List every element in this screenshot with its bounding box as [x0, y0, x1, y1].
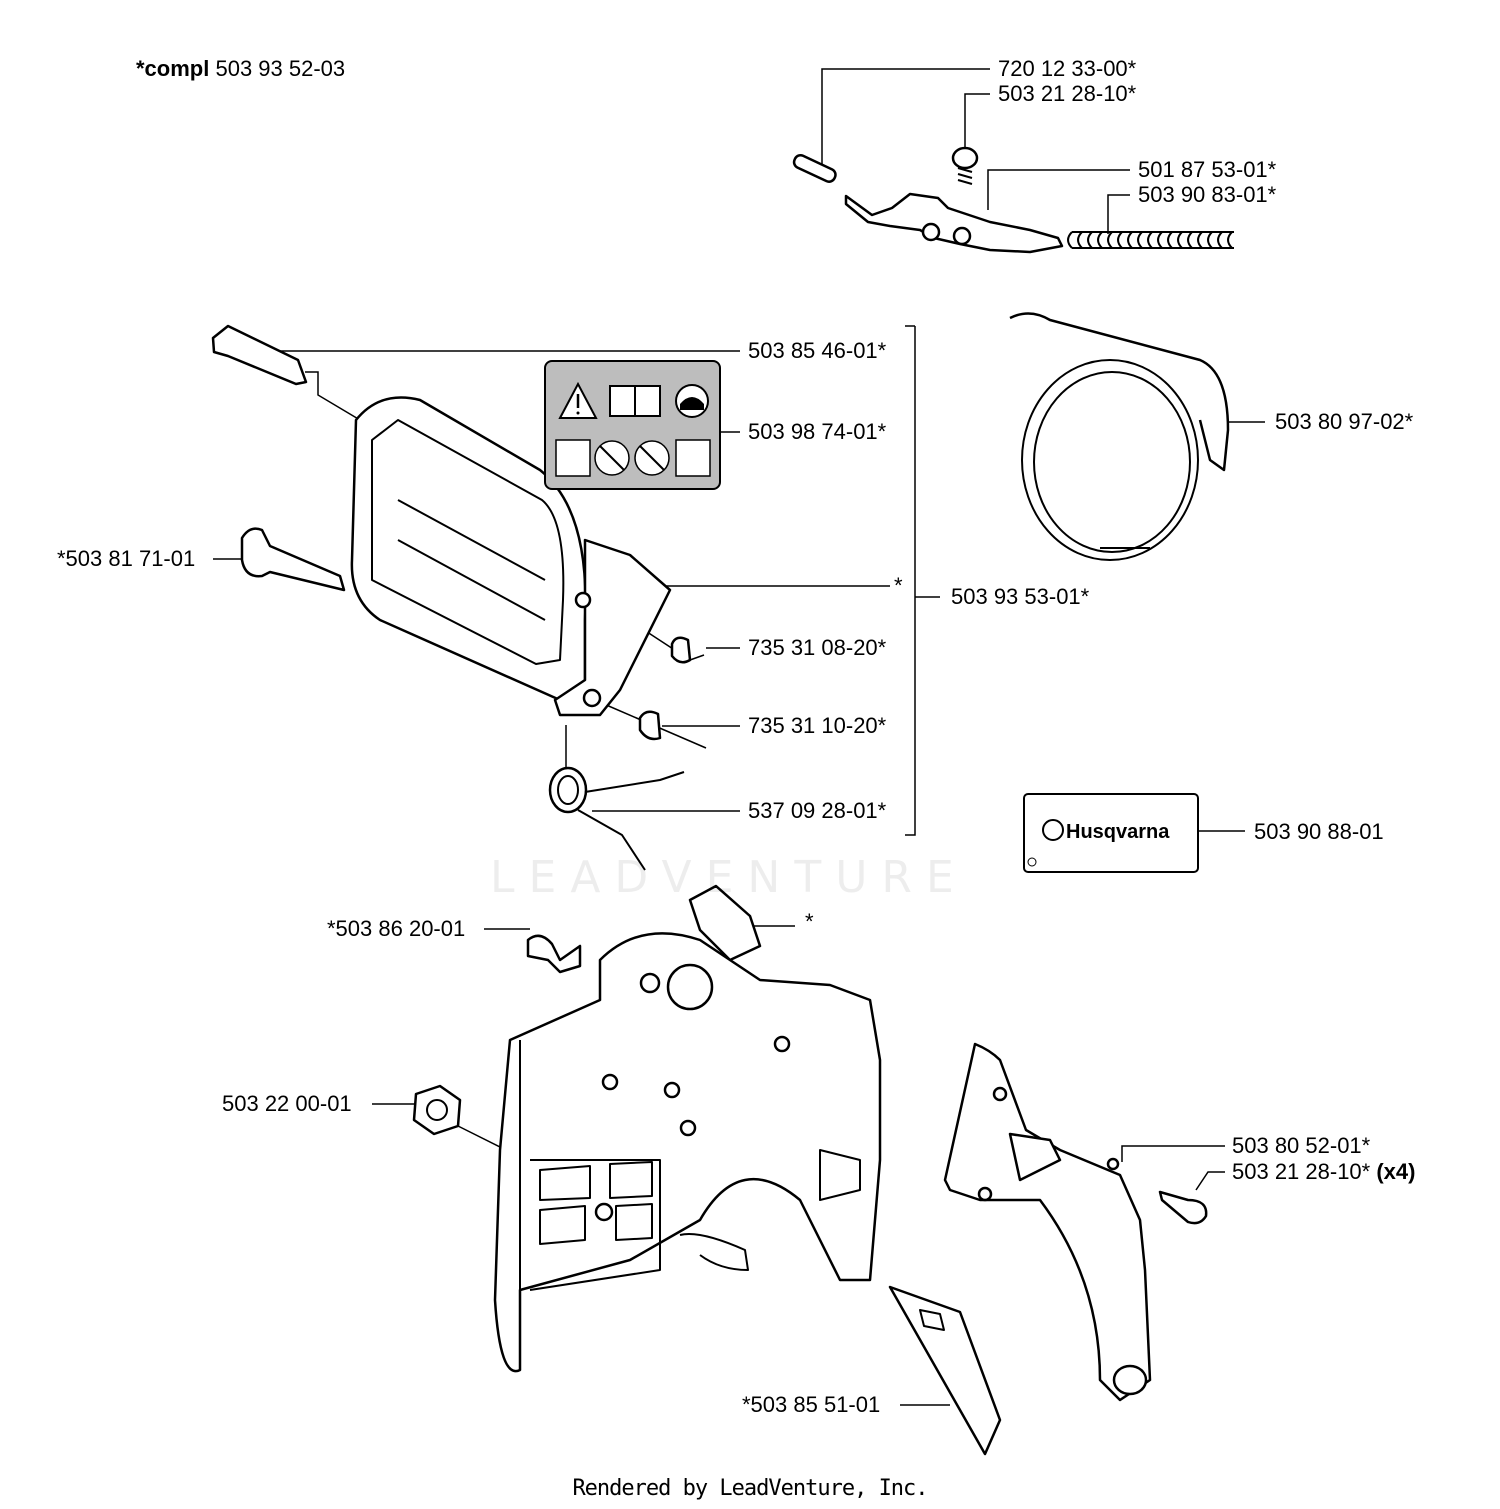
guard-hole-2	[1106, 1157, 1120, 1171]
cover-ribs	[397, 499, 546, 621]
housing-boss	[666, 963, 714, 1011]
leader-p4	[1107, 194, 1130, 234]
part-label: 735 31 08-20*	[748, 635, 887, 660]
cover-hole-1	[574, 591, 592, 609]
brake-lever	[844, 192, 1064, 254]
part-number: 503 21 28-10*	[1232, 1159, 1371, 1184]
cover-window	[371, 419, 565, 665]
housing-stud	[639, 972, 661, 994]
part-503-86-20	[526, 934, 582, 974]
pin-503-81-71	[240, 527, 346, 592]
guard-hole-3	[977, 1186, 993, 1202]
leader-p18	[1121, 1145, 1225, 1162]
leader-p1	[821, 68, 990, 166]
part-label: 503 22 00-01	[222, 1091, 352, 1116]
part-label: *	[805, 909, 814, 934]
part-label: 537 09 28-01*	[748, 798, 887, 823]
part-label: 501 87 53-01*	[1138, 157, 1277, 182]
part-label: 503 90 83-01*	[1138, 182, 1277, 207]
band-outer	[1021, 359, 1199, 561]
part-label: *503 86 20-01	[327, 916, 466, 941]
footer-credit: Rendered by LeadVenture, Inc.	[572, 1476, 928, 1501]
leader-p5b	[305, 371, 361, 421]
screw-thread	[957, 167, 973, 185]
housing-tab	[688, 884, 762, 962]
part-label: 503 93 53-01*	[951, 584, 1090, 609]
part-label-with-qty: 503 21 28-10* (x4)	[1232, 1160, 1415, 1184]
housing-vents-bottom	[539, 1203, 653, 1245]
part-503-85-51	[888, 1285, 1002, 1456]
nut-503-22-00	[412, 1084, 462, 1136]
chain-brake-cover	[211, 324, 692, 871]
header-number: 503 93 52-03	[215, 56, 346, 81]
housing-rib-2	[663, 1081, 681, 1099]
leader-p19	[1195, 1171, 1225, 1191]
part-label: 720 12 33-00*	[998, 56, 1137, 81]
part-slot	[919, 1309, 945, 1331]
chain-guard	[888, 1042, 1208, 1456]
cover-flange	[553, 538, 672, 717]
guard-plate	[943, 1042, 1152, 1402]
part-label: *	[894, 573, 903, 598]
guard-bracket	[1008, 1132, 1062, 1182]
housing-panel	[519, 1040, 661, 1291]
housing-bolt-hole	[594, 1202, 614, 1222]
part-label: 503 98 74-01*	[748, 419, 887, 444]
housing-rib-3	[679, 1119, 697, 1137]
assembly-header: *compl 503 93 52-03	[136, 57, 345, 81]
brake-spring	[1067, 231, 1234, 249]
part-label: *503 85 51-01	[742, 1392, 881, 1417]
part-label: 503 80 52-01*	[1232, 1133, 1371, 1158]
band-top	[1009, 312, 1230, 472]
part-label: 735 31 10-20*	[748, 713, 887, 738]
decal-brand-text: Husqvarna	[1066, 821, 1170, 843]
guard-bushing	[1112, 1364, 1148, 1396]
screw-head	[951, 146, 979, 170]
clip-735-31-08	[670, 636, 692, 664]
clutch-cover-housing	[412, 884, 882, 1373]
brake-lever-assembly	[792, 146, 1234, 254]
band-inner	[1033, 371, 1191, 553]
nut-hole	[426, 1099, 448, 1121]
pin	[792, 153, 837, 183]
header-prefix: *compl	[136, 56, 210, 81]
part-label: *503 81 71-01	[57, 546, 196, 571]
leader-p3	[987, 169, 1130, 210]
housing-rib-1	[601, 1073, 619, 1091]
part-label: 503 80 97-02*	[1275, 409, 1414, 434]
lever-hole-2	[952, 226, 972, 246]
part-label: 503 90 88-01	[1254, 819, 1384, 844]
screw-503-21-28-x4	[1158, 1190, 1208, 1225]
part-label: 503 85 46-01*	[748, 338, 887, 363]
lever-hole-1	[921, 222, 941, 242]
leader-p2	[964, 93, 990, 148]
two-hands-icon	[675, 439, 711, 477]
housing-rib-4	[773, 1035, 791, 1053]
housing-latch	[819, 1149, 861, 1201]
housing-clip	[679, 1233, 749, 1271]
husqvarna-crown-icon	[1042, 819, 1064, 841]
kickback-icon	[555, 439, 591, 477]
bracket-group	[905, 326, 916, 836]
spring-537-09	[548, 766, 685, 871]
cover-hole-2	[582, 688, 602, 708]
part-label: 503 21 28-10*	[998, 81, 1137, 106]
husqvarna-decal: Husqvarna	[1023, 793, 1199, 873]
brake-band	[1009, 312, 1230, 561]
guard-hole-1	[992, 1086, 1008, 1102]
pin-503-85-46	[211, 324, 308, 386]
watermark: LEADVENTURE	[490, 852, 968, 903]
warning-decal	[544, 360, 721, 490]
housing-vents-top	[539, 1161, 653, 1201]
quantity-note: (x4)	[1376, 1159, 1416, 1184]
clip-735-31-10	[638, 710, 662, 741]
